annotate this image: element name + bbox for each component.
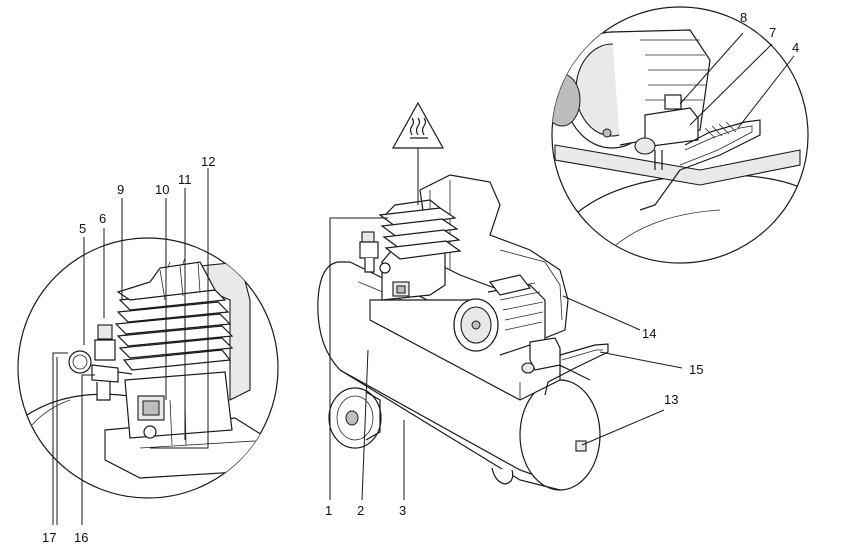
compressor-main [317,101,609,491]
wheel [328,387,382,449]
callout-labels: 1 2 3 4 5 6 7 8 9 10 11 12 13 14 15 16 1… [42,10,799,545]
callout-17: 17 [42,530,56,545]
detail-circle-right [551,6,809,264]
callout-12: 12 [201,154,215,169]
callout-8: 8 [740,10,747,25]
detail-view-right-valve [551,6,809,264]
air-filter [359,231,391,274]
callout-6: 6 [99,211,106,226]
callout-9: 9 [117,182,124,197]
hot-surface-warning-icon [391,101,445,205]
callout-10: 10 [155,182,169,197]
pump-head [378,199,462,301]
callout-1: 1 [325,503,332,518]
electric-motor [453,274,546,356]
callout-7: 7 [769,25,776,40]
detail-circle-left [17,237,279,499]
callout-15: 15 [689,362,703,377]
callout-16: 16 [74,530,88,545]
callout-11: 11 [178,172,192,187]
callout-13: 13 [664,392,678,407]
callout-4: 4 [792,40,799,55]
leader-lines [52,32,795,525]
pressure-switch [521,337,609,396]
callout-3: 3 [399,503,406,518]
cylinder-fins-left [114,289,234,371]
callout-5: 5 [79,221,86,236]
callout-2: 2 [357,503,364,518]
callout-14: 14 [642,326,656,341]
